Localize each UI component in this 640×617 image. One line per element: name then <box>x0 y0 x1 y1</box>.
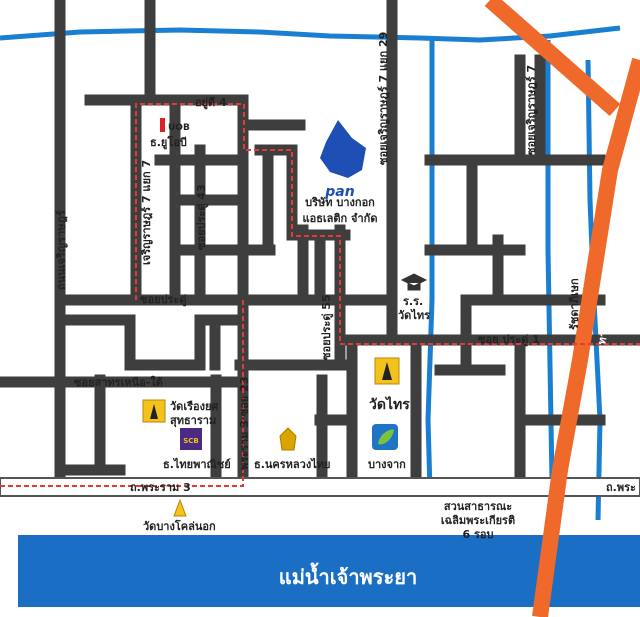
wat-rueang-group: วัดเรืองยศ สุทธาราม <box>142 399 219 428</box>
road-label-soi-charoen-rat-upper: ซอยเจริญราษฎร์ 7 <box>525 65 538 155</box>
school-label: ร.ร. <box>403 295 423 308</box>
road-label-rama3-soi23: พระราม 3 ซอย 23 <box>238 377 251 470</box>
uob-logo-text: UOB <box>168 123 190 133</box>
wat-rueang-label-2: สุทธาราม <box>170 414 216 428</box>
uob-bank-label: ธ.ยูโอบี <box>150 135 187 150</box>
school-group: ร.ร. วัดไทร <box>398 273 430 322</box>
krungthai-group: ธ.นครหลวงไทย <box>254 427 330 471</box>
road-label-yudi-4: อยู่ดี 4 <box>195 96 227 110</box>
park-group: สวนสาธารณะ เฉลิมพระเกียรติ 6 รอบ <box>441 500 515 541</box>
road-label-soi-pradu-43: ซอยประดู่ 43 <box>195 184 209 250</box>
uob-group: UOB ธ.ยูโอบี <box>150 118 190 150</box>
scb-logo-icon <box>180 428 202 450</box>
scb-logo-text: SCB <box>183 437 199 445</box>
park-label-2: เฉลิมพระเกียรติ <box>441 514 515 527</box>
wat-rueang-label-1: วัดเรืองยศ <box>170 400 219 413</box>
road-label-charoen-rat-lower: ถนนเจริญราษฎร์ <box>55 210 68 290</box>
road-label-rod-ko-pi-tek: รัชดาภิเษก <box>568 278 581 330</box>
scb-group: SCB ธ.ไทยพาณิชย์ <box>163 428 231 471</box>
school-name-label: วัดไทร <box>398 308 430 322</box>
emblem-icon <box>279 427 297 451</box>
scb-bank-label: ธ.ไทยพาณิชย์ <box>163 457 231 471</box>
road-label-soi-pradu: ซอยประดู่ <box>140 293 186 307</box>
wat-bang-khlo-label: วัดบางโคล่นอก <box>143 519 216 533</box>
route-path <box>0 103 640 487</box>
graduation-cap-icon <box>400 273 428 291</box>
pan-company-line-1: บริษัท บางกอก <box>305 196 375 209</box>
middle-canal <box>425 40 435 491</box>
pan-logo-group: pan <box>320 120 366 200</box>
krungthai-label: ธ.นครหลวงไทย <box>254 457 330 471</box>
wat-sai-label: วัดไทร <box>369 395 410 413</box>
road-label-soi-sathorn: ซอยสาทรเหนือ-ใต้ <box>74 375 163 389</box>
wat-sai-group: วัดไทร <box>369 357 410 413</box>
wat-bang-khlo-group: วัดบางโคล่นอก <box>143 498 216 533</box>
pan-company-line-2: แอธเลติก จำกัด <box>303 212 378 225</box>
road-h-mid-loop <box>54 314 249 371</box>
road-label-soi-29: ซอยเจริญราษฎร์ 7 แยก 29 <box>377 32 390 165</box>
pan-logo-text: pan <box>324 184 354 200</box>
road-network <box>0 0 640 496</box>
park-label-3: 6 รอบ <box>463 528 494 541</box>
temple-icon <box>173 498 187 517</box>
road-label-rama3-right: ถ.พระ <box>606 481 636 494</box>
pan-logo-icon <box>320 120 366 178</box>
bangchak-label: บางจาก <box>368 458 406 471</box>
road-label-charoen-rat-7-yaek-7: เจริญราษฎร์ 7 แยก 7 <box>140 160 153 265</box>
road-label-rama3-left: ถ.พระราม 3 <box>130 481 191 494</box>
river-label: แม่น้ำเจ้าพระยา <box>279 562 417 589</box>
road-label-soi-pradu-1: ซอย ประดู่ 1 <box>478 333 540 347</box>
park-label-1: สวนสาธารณะ <box>444 500 512 513</box>
uob-logo-icon <box>160 118 165 132</box>
road-label-soi-pradu-55: ซอยประดู่ 55 <box>320 294 334 360</box>
expressway <box>484 0 640 617</box>
bangchak-group: บางจาก <box>368 424 406 471</box>
rama3-road <box>0 477 640 497</box>
